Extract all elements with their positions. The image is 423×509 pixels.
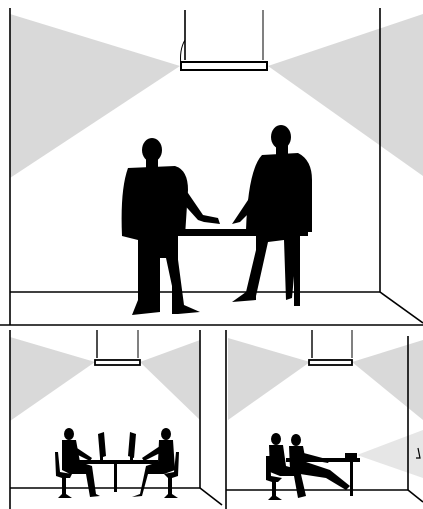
pendant-light-br [309,330,352,365]
projector-beam [357,430,423,478]
left-light-beam-bl [10,337,95,421]
pendant-light [181,10,268,70]
bottom-right-panel [226,330,423,502]
right-light-beam [268,14,423,176]
bottom-left-panel [10,330,226,509]
left-light-beam-br [228,338,310,420]
right-light-beam-bl [140,340,200,420]
top-panel [0,8,423,325]
pendant-light-bl [95,330,140,365]
right-light-beam-br [352,340,423,420]
monitors [98,432,136,462]
standing-man-left [122,138,220,315]
